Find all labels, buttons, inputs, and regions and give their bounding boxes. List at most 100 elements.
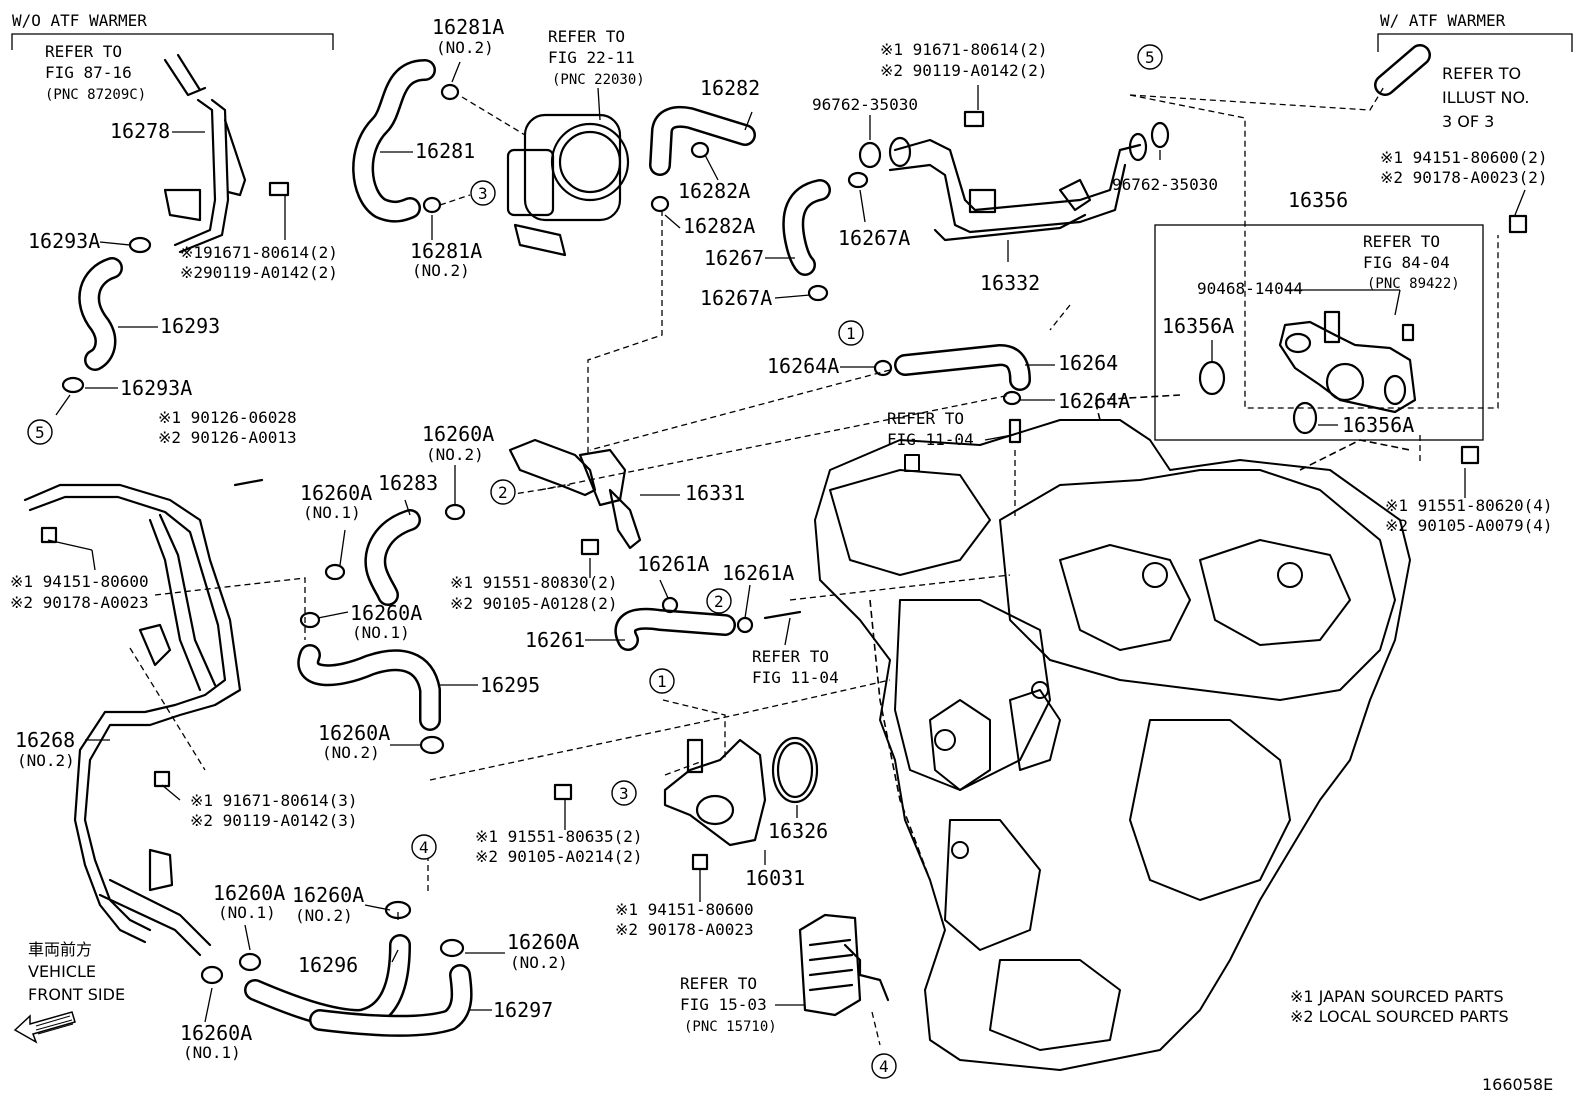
oil-cooler: [798, 913, 890, 1017]
svg-text:※2 90119-A0142(3): ※2 90119-A0142(3): [190, 811, 358, 830]
note-16268-bolt[interactable]: ※1 91671-80614(3) ※2 90119-A0142(3): [190, 791, 358, 830]
note-right-nut[interactable]: ※1 94151-80600(2) ※2 90178-A0023(2): [1380, 148, 1548, 187]
engine-block: [814, 394, 1411, 1071]
label-16281[interactable]: 16281: [415, 139, 475, 163]
ref-fig-87-16-line1: REFER TO: [45, 42, 122, 61]
label-16264[interactable]: 16264: [1058, 351, 1118, 375]
label-16260A-a[interactable]: 16260A: [422, 422, 494, 446]
svg-text:4: 4: [879, 1057, 889, 1076]
label-16260A-g[interactable]: 16260A: [507, 930, 579, 954]
note-right-bolt[interactable]: ※1 91551-80620(4) ※2 90105-A0079(4): [1385, 496, 1553, 535]
label-16260A-d-sub: (NO.2): [322, 743, 380, 762]
label-16281A-top[interactable]: 16281A: [432, 15, 504, 39]
hose-16282: [649, 105, 756, 176]
label-16293A-upper[interactable]: 16293A: [28, 229, 100, 253]
svg-text:※290119-A0142(2): ※290119-A0142(2): [180, 263, 338, 282]
hose-16281: [352, 59, 436, 223]
svg-text:4: 4: [419, 838, 429, 857]
callout-circles: 5 5 3 1 2 2 1 3: [27, 44, 1163, 1079]
pipe-16278: [163, 53, 247, 254]
label-16267A-left[interactable]: 16267A: [700, 286, 772, 310]
label-16296[interactable]: 16296: [298, 953, 358, 977]
label-16260A-h[interactable]: 16260A: [180, 1021, 252, 1045]
label-16293[interactable]: 16293: [160, 314, 220, 338]
label-16261A-left[interactable]: 16261A: [637, 552, 709, 576]
label-16260A-e[interactable]: 16260A: [213, 881, 285, 905]
hose-16267: [782, 179, 831, 276]
label-16281A-bottom[interactable]: 16281A: [410, 239, 482, 263]
label-16260A-b[interactable]: 16260A: [300, 481, 372, 505]
ref-fig-22-11[interactable]: REFER TO FIG 22-11 (PNC 22030): [548, 27, 645, 88]
label-16268[interactable]: 16268: [15, 728, 75, 752]
note-16031-nut[interactable]: ※1 94151-80600 ※2 90178-A0023: [615, 900, 754, 939]
label-16267A-right[interactable]: 16267A: [838, 226, 910, 250]
label-16261[interactable]: 16261: [525, 628, 585, 652]
label-16332[interactable]: 16332: [980, 271, 1040, 295]
note-16331-bolt[interactable]: ※1 91551-80830(2) ※2 90105-A0128(2): [450, 573, 618, 613]
ref-fig-11-04-b-line1: REFER TO: [752, 647, 829, 666]
label-16264A-left[interactable]: 16264A: [767, 354, 839, 378]
label-16260A-c[interactable]: 16260A: [350, 601, 422, 625]
label-16356[interactable]: 16356: [1288, 188, 1348, 212]
label-16031[interactable]: 16031: [745, 866, 805, 890]
callout-3-mid: 3: [611, 780, 637, 806]
hose-16297: [309, 964, 473, 1037]
label-16293A-lower[interactable]: 16293A: [120, 376, 192, 400]
ref-fig-84-04-line1: REFER TO: [1363, 232, 1440, 251]
svg-text:1: 1: [657, 672, 667, 691]
note-16031-bolt[interactable]: ※1 91551-80635(2) ※2 90105-A0214(2): [475, 827, 643, 866]
vehicle-front-indicator: 車両前方 VEHICLE FRONT SIDE: [13, 940, 125, 1044]
direction-jp: 車両前方: [28, 940, 92, 959]
svg-text:※1 91551-80830(2): ※1 91551-80830(2): [450, 573, 618, 592]
callout-2-left: 2: [490, 479, 516, 505]
ref-fig-15-03[interactable]: REFER TO FIG 15-03 (PNC 15710): [680, 974, 777, 1035]
label-16278[interactable]: 16278: [110, 119, 170, 143]
note-stud[interactable]: ※1 90126-06028 ※2 90126-A0013: [158, 408, 297, 447]
label-16267[interactable]: 16267: [704, 246, 764, 270]
svg-text:※2 90178-A0023(2): ※2 90178-A0023(2): [1380, 168, 1548, 187]
label-16282A-upper[interactable]: 16282A: [678, 179, 750, 203]
svg-text:3: 3: [478, 184, 488, 203]
label-16295[interactable]: 16295: [480, 673, 540, 697]
label-96762-right[interactable]: 96762-35030: [1112, 175, 1218, 194]
label-16260A-f[interactable]: 16260A: [292, 883, 364, 907]
ref-fig-87-16[interactable]: REFER TO FIG 87-16 (PNC 87209C): [45, 42, 146, 103]
svg-text:※1 91671-80614(3): ※1 91671-80614(3): [190, 791, 358, 810]
label-16283[interactable]: 16283: [378, 471, 438, 495]
ref-fig-11-04-b[interactable]: REFER TO FIG 11-04: [752, 647, 839, 687]
label-16331[interactable]: 16331: [685, 481, 745, 505]
label-16356A-left[interactable]: 16356A: [1162, 314, 1234, 338]
label-16260A-e-sub: (NO.1): [218, 903, 276, 922]
label-16326[interactable]: 16326: [768, 819, 828, 843]
ref-fig-22-11-line1: REFER TO: [548, 27, 625, 46]
label-90468[interactable]: 90468-14044: [1197, 279, 1303, 298]
callout-3-top: 3: [470, 180, 496, 206]
label-16261A-right[interactable]: 16261A: [722, 561, 794, 585]
note-left-nut[interactable]: ※1 94151-80600 ※2 90178-A0023: [10, 572, 149, 612]
figure-id: 166058E: [1482, 1075, 1553, 1094]
label-96762-left[interactable]: 96762-35030: [812, 95, 918, 114]
svg-text:3: 3: [619, 784, 629, 803]
guide-lines: [129, 84, 1499, 1046]
note-top-bolt[interactable]: ※1 91671-80614(2) ※2 90119-A0142(2): [880, 40, 1048, 80]
label-16260A-d[interactable]: 16260A: [318, 721, 390, 745]
label-16260A-a-sub: (NO.2): [426, 445, 484, 464]
label-16297[interactable]: 16297: [493, 998, 553, 1022]
label-16260A-h-sub: (NO.1): [183, 1043, 241, 1062]
ref-fig-84-04[interactable]: REFER TO FIG 84-04 (PNC 89422): [1363, 232, 1460, 292]
hose-16293: [78, 257, 123, 371]
water-outlet-16331: [508, 438, 642, 550]
ref-illust-line2: ILLUST NO.: [1442, 88, 1529, 107]
ref-fig-11-04-a[interactable]: REFER TO FIG 11-04: [887, 409, 974, 449]
label-16356A-right[interactable]: 16356A: [1342, 413, 1414, 437]
ref-fig-87-16-line3: (PNC 87209C): [45, 87, 146, 103]
ref-fig-15-03-line1: REFER TO: [680, 974, 757, 993]
svg-text:5: 5: [35, 423, 45, 442]
note-16278-bolt[interactable]: ※191671-80614(2) ※290119-A0142(2): [180, 243, 338, 282]
ref-illust[interactable]: REFER TO ILLUST NO. 3 OF 3: [1442, 64, 1529, 131]
label-16282[interactable]: 16282: [700, 76, 760, 100]
label-16264A-right[interactable]: 16264A: [1058, 389, 1130, 413]
svg-text:※191671-80614(2): ※191671-80614(2): [180, 243, 338, 262]
label-16282A-lower[interactable]: 16282A: [683, 214, 755, 238]
